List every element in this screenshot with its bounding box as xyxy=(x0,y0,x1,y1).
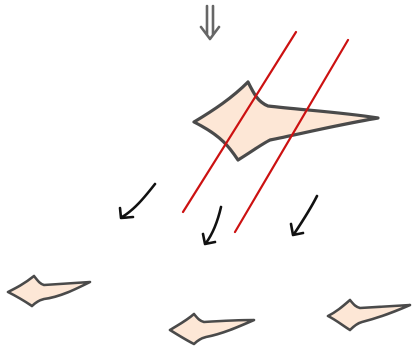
curved-arrow-icon xyxy=(201,205,223,246)
motion-arrow-middle-shaft xyxy=(204,205,223,245)
motion-arrow-left-head xyxy=(118,206,135,220)
motion-arrow-middle-head xyxy=(201,232,217,246)
motion-arrow-right-shaft xyxy=(292,194,319,236)
curved-arrow-icon xyxy=(289,194,319,237)
motion-arrow-left-shaft xyxy=(120,182,157,219)
cut-line-right xyxy=(233,38,350,234)
double-arrow-shaft xyxy=(205,4,215,36)
cut-line-left xyxy=(181,30,298,214)
large-shape xyxy=(192,80,380,162)
curved-arrow-icon xyxy=(118,182,157,220)
fragment-middle xyxy=(168,312,256,346)
fragment-right xyxy=(326,298,412,332)
motion-arrow-right-head xyxy=(289,222,305,237)
double-down-arrow-icon xyxy=(199,4,221,41)
fragment-left xyxy=(6,274,92,308)
double-arrow-head xyxy=(199,25,221,41)
